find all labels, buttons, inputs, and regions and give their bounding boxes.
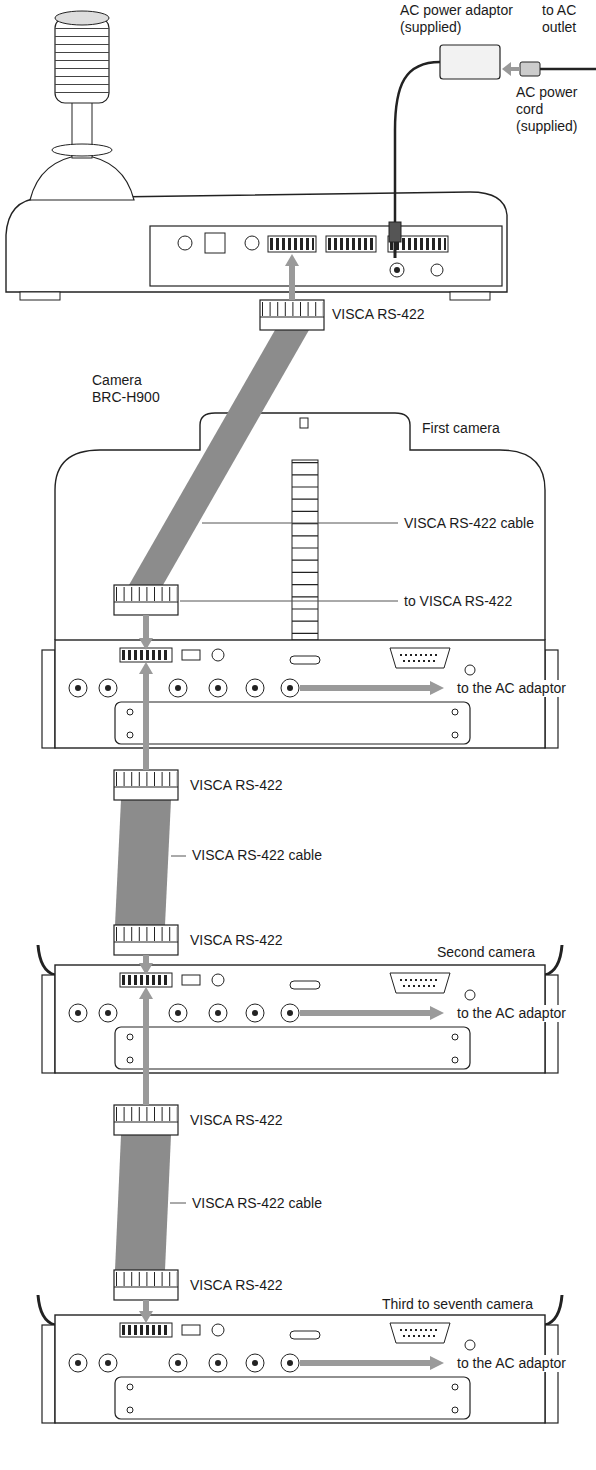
- camera-body: [42, 413, 558, 748]
- camera-label: First camera: [420, 420, 502, 437]
- part-label: to AC outlet: [540, 2, 588, 36]
- cable-plug: [114, 300, 324, 1300]
- remote-controller: [6, 11, 507, 300]
- power-supply: [389, 45, 596, 258]
- camera-label: Third to seventh camera: [380, 1296, 535, 1313]
- power-label: to the AC adaptor: [455, 680, 568, 697]
- part-label: AC power cord (supplied): [514, 84, 590, 135]
- part-label: AC power adaptor (supplied): [398, 2, 532, 36]
- visca-cable: [115, 330, 309, 1270]
- camera-label: Second camera: [435, 944, 537, 961]
- connector-label: VISCA RS-422: [330, 306, 427, 323]
- cable-label: VISCA RS-422 cable: [190, 847, 324, 864]
- cable-label: VISCA RS-422 cable: [402, 515, 536, 532]
- leader-line: [170, 523, 398, 1203]
- power-label: to the AC adaptor: [455, 1355, 568, 1372]
- model-label: Camera BRC-H900: [90, 372, 179, 406]
- power-label: to the AC adaptor: [455, 1005, 568, 1022]
- cable-label: VISCA RS-422 cable: [190, 1195, 324, 1212]
- connector-label: VISCA RS-422: [188, 1112, 285, 1129]
- connector-label: VISCA RS-422: [188, 777, 285, 794]
- connection-arrow: [139, 254, 444, 1370]
- connector-label: VISCA RS-422: [188, 932, 285, 949]
- connector-label: VISCA RS-422: [188, 1277, 285, 1294]
- connector-label: to VISCA RS-422: [402, 593, 514, 610]
